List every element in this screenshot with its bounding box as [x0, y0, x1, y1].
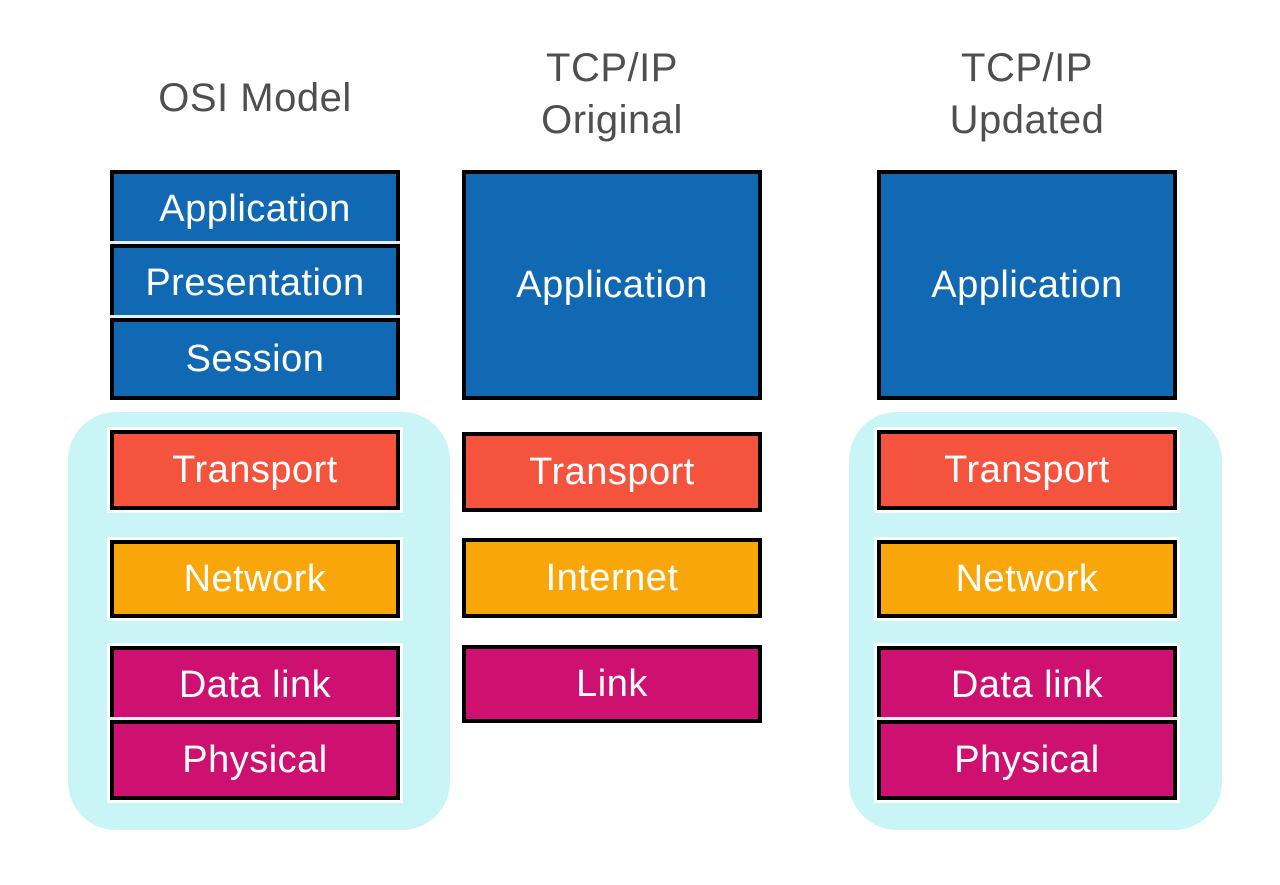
tcpip-original-layer-application: Application: [462, 170, 762, 400]
osi-layer-session-label: Session: [185, 337, 325, 380]
osi-layer-transport: Transport: [110, 430, 400, 510]
osi-layer-datalink: Data link: [110, 646, 400, 724]
osi-layer-presentation-label: Presentation: [145, 261, 365, 304]
tcpip-original-layer-link-label: Link: [576, 662, 648, 705]
osi-layer-datalink-label: Data link: [178, 663, 332, 706]
osi-layer-transport-label: Transport: [172, 448, 338, 491]
tcpip-updated-layer-network: Network: [877, 540, 1177, 618]
tcpip-updated-layer-application-label: Application: [931, 263, 1123, 306]
osi-layer-presentation: Presentation: [110, 244, 400, 322]
tcpip-updated-layer-datalink-label: Data link: [950, 663, 1104, 706]
osi-layer-physical-label: Physical: [182, 738, 328, 781]
tcpip-original-title-line2: Original: [541, 98, 683, 142]
osi-layer-application: Application: [110, 170, 400, 248]
tcpip-original-title-line1: TCP/IP: [546, 46, 678, 90]
tcpip-updated-layer-transport: Transport: [877, 430, 1177, 510]
tcpip-updated-layer-transport-label: Transport: [944, 448, 1110, 491]
tcpip-original-layer-transport-label: Transport: [529, 450, 695, 493]
tcpip-updated-layer-physical-label: Physical: [954, 738, 1100, 781]
tcpip-updated-layer-datalink: Data link: [877, 646, 1177, 724]
tcpip-updated-layer-application: Application: [877, 170, 1177, 400]
osi-layer-application-label: Application: [159, 187, 351, 230]
tcpip-updated-column-title: TCP/IP Updated: [877, 42, 1177, 146]
tcpip-updated-layer-physical: Physical: [877, 720, 1177, 800]
tcpip-original-layer-transport: Transport: [462, 432, 762, 512]
osi-layer-network: Network: [110, 540, 400, 618]
tcpip-original-layer-internet: Internet: [462, 538, 762, 618]
tcpip-updated-title-line2: Updated: [949, 98, 1105, 142]
osi-column-title-line1: OSI Model: [158, 76, 352, 120]
osi-column-title: OSI Model: [110, 72, 400, 124]
tcpip-original-layer-link: Link: [462, 645, 762, 723]
osi-layer-session: Session: [110, 318, 400, 400]
osi-layer-physical: Physical: [110, 720, 400, 800]
tcpip-updated-layer-network-label: Network: [955, 557, 1099, 600]
tcpip-original-layer-application-label: Application: [516, 263, 708, 306]
tcpip-original-column-title: TCP/IP Original: [462, 42, 762, 146]
tcpip-original-layer-internet-label: Internet: [545, 556, 679, 599]
osi-layer-network-label: Network: [183, 557, 327, 600]
tcpip-updated-title-line1: TCP/IP: [961, 46, 1093, 90]
